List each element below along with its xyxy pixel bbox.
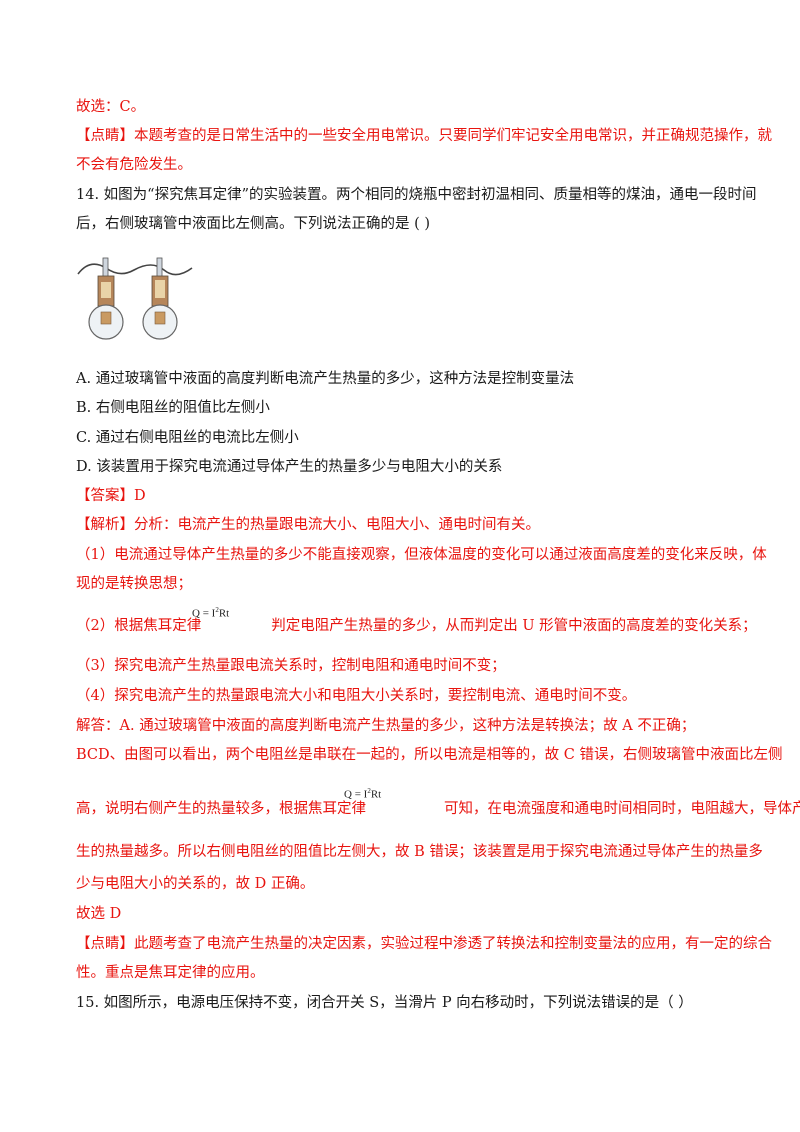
q14-solution-5: 少与电阻大小的关系的，故 D 正确。	[76, 876, 315, 892]
q14-comment-line1: 【点睛】此题考查了电流产生热量的决定因素，实验过程中渗透了转换法和控制变量法的应…	[76, 936, 772, 952]
left-flask	[88, 257, 124, 340]
analysis-2-before: （2）根据焦耳定律	[76, 618, 202, 634]
q14-analysis-2: （2）根据焦耳定律 判定电阻产生热量的多少，从而判定出 U 形管中液面的高度差的变…	[76, 616, 757, 636]
solution-3-after: 可知，在电流强度和通电时间相同时，电阻越大，导体产	[444, 801, 800, 817]
q15-stem: 15. 如图所示，电源电压保持不变，闭合开关 S，当滑片 P 向右移动时，下列说…	[76, 995, 693, 1011]
prev-comment-line2: 不会有危险发生。	[76, 157, 192, 173]
q14-answer: 【答案】D	[76, 488, 146, 504]
q14-solution-1: 解答：A. 通过玻璃管中液面的高度判断电流产生热量的多少，这种方法是转换法；故 …	[76, 718, 696, 734]
right-flask	[142, 257, 178, 340]
q14-option-b: B. 右侧电阻丝的阻值比左侧小	[76, 400, 270, 416]
q14-comment-line2: 性。重点是焦耳定律的应用。	[76, 965, 265, 981]
q14-final: 故选 D	[76, 906, 122, 922]
q14-solution-2: BCD、由图可以看出，两个电阻丝是串联在一起的，所以电流是相等的，故 C 错误，…	[76, 747, 783, 763]
q14-analysis-head: 【解析】分析：电流产生的热量跟电流大小、电阻大小、通电时间有关。	[76, 517, 540, 533]
analysis-2-after: 判定电阻产生热量的多少，从而判定出 U 形管中液面的高度差的变化关系；	[271, 618, 757, 634]
solution-3-before: 高，说明右侧产生的热量较多，根据焦耳定律	[76, 801, 366, 817]
q14-analysis-4: （4）探究电流产生的热量跟电流大小和电阻大小关系时，要控制电流、通电时间不变。	[76, 688, 637, 704]
q14-analysis-1-line1: （1）电流通过导体产生热量的多少不能直接观察，但液体温度的变化可以通过液面高度差…	[76, 547, 767, 563]
q14-solution-3: 高，说明右侧产生的热量较多，根据焦耳定律 可知，在电流强度和通电时间相同时，电阻越…	[76, 799, 800, 819]
q14-solution-4: 生的热量越多。所以右侧电阻丝的阻值比左侧大，故 B 错误；该装置是用于探究电流通…	[76, 844, 763, 860]
q14-analysis-3: （3）探究电流产生热量跟电流关系时，控制电阻和通电时间不变；	[76, 658, 506, 674]
joule-formula-2: Q = I2Rt	[344, 787, 382, 801]
q14-analysis-1-line2: 现的是转换思想；	[76, 576, 192, 592]
joule-law-apparatus-figure	[77, 257, 193, 340]
prev-answer: 故选：C。	[76, 99, 146, 115]
q14-option-c: C. 通过右侧电阻丝的电流比左侧小	[76, 430, 299, 446]
q14-option-a: A. 通过玻璃管中液面的高度判断电流产生热量的多少，这种方法是控制变量法	[76, 371, 575, 387]
q14-option-d: D. 该装置用于探究电流通过导体产生的热量多少与电阻大小的关系	[76, 459, 503, 475]
q14-stem-line2: 后，右侧玻璃管中液面比左侧高。下列说法正确的是 ( )	[76, 216, 431, 232]
q14-stem-line1: 14. 如图为“探究焦耳定律”的实验装置。两个相同的烧瓶中密封初温相同、质量相等…	[76, 187, 757, 203]
joule-formula-1: Q = I2Rt	[192, 606, 230, 620]
prev-comment-line1: 【点睛】本题考查的是日常生活中的一些安全用电常识。只要同学们牢记安全用电常识，并…	[76, 128, 772, 144]
